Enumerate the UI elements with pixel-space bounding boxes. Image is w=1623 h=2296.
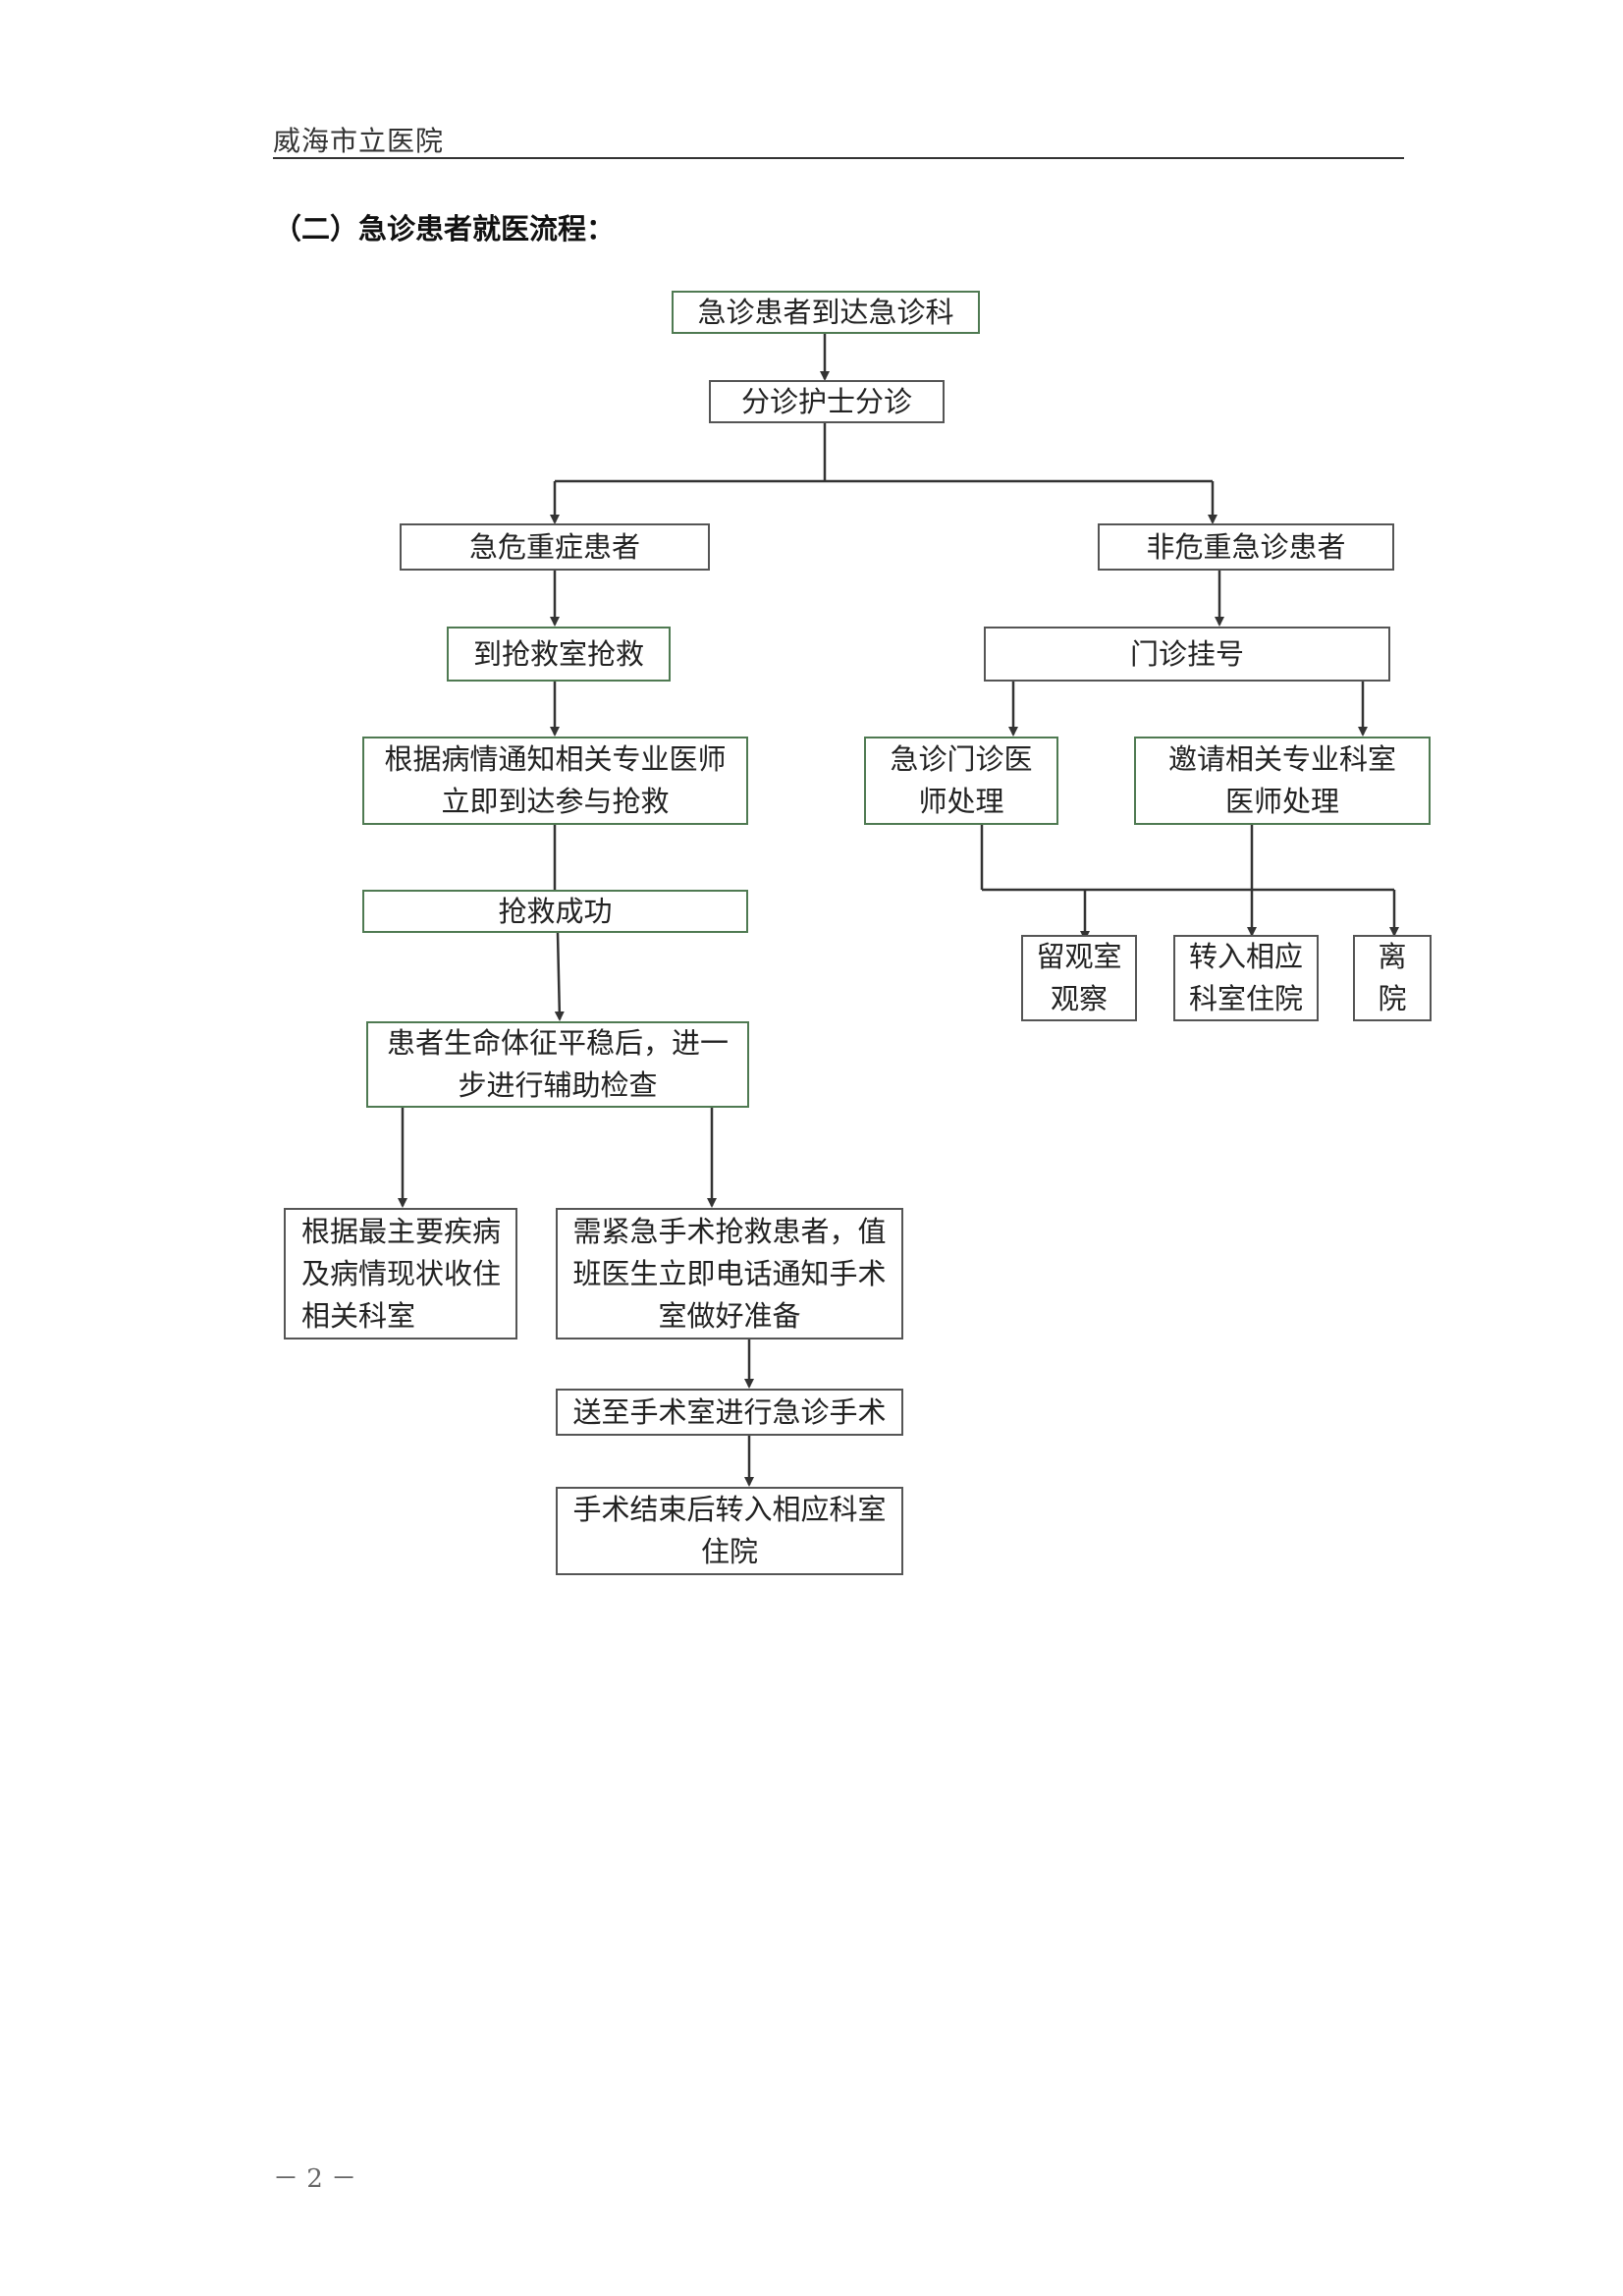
- step-rescue-room: 到抢救室抢救: [447, 627, 671, 682]
- step-urgent-surgery: 需紧急手术抢救患者，值 班医生立即电话通知手术 室做好准备: [556, 1208, 903, 1339]
- step-notify-specialist: 根据病情通知相关专业医师 立即到达参与抢救: [362, 737, 748, 825]
- arrow-success-exam: [554, 932, 565, 1021]
- step-auxiliary-exam: 患者生命体征平稳后，进一 步进行辅助检查: [366, 1021, 749, 1108]
- hospital-name: 威海市立医院: [273, 125, 445, 157]
- section-title: （二）急诊患者就医流程：: [273, 212, 616, 246]
- page-number: － 2 －: [273, 2164, 357, 2194]
- outcome-transfer-ward: 转入相应 科室住院: [1173, 935, 1319, 1021]
- step-critical: 急危重症患者: [400, 523, 710, 571]
- step-triage: 分诊护士分诊: [709, 380, 945, 423]
- step-non-critical: 非危重急诊患者: [1098, 523, 1394, 571]
- step-er-doctor: 急诊门诊医 师处理: [864, 737, 1058, 825]
- step-post-surgery: 手术结束后转入相应科室 住院: [556, 1487, 903, 1575]
- outcome-leave: 离 院: [1353, 935, 1432, 1021]
- step-rescue-success: 抢救成功: [362, 890, 748, 933]
- step-admit-dept: 根据最主要疾病 及病情现状收住 相关科室: [284, 1208, 517, 1339]
- step-registration: 门诊挂号: [984, 627, 1390, 682]
- header-divider: [273, 157, 1404, 159]
- step-to-operating-room: 送至手术室进行急诊手术: [556, 1389, 903, 1436]
- outcome-observation: 留观室 观察: [1021, 935, 1137, 1021]
- step-invite-specialist: 邀请相关专业科室 医师处理: [1134, 737, 1431, 825]
- step-arrive: 急诊患者到达急诊科: [672, 291, 980, 334]
